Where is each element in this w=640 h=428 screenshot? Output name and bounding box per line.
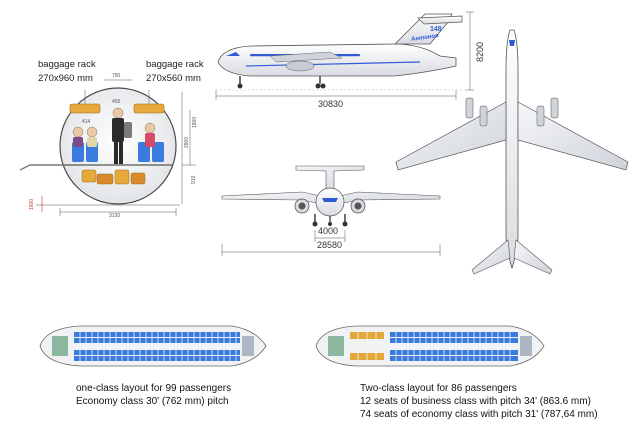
aircraft-side-view — [215, 11, 474, 100]
rack-left-label: baggage rack — [38, 59, 96, 70]
dim-seat-left: 414 — [82, 119, 91, 125]
dim-seat-mid: 450 — [112, 99, 121, 105]
two-class-caption-line3: 74 seats of economy class with pitch 31'… — [360, 409, 598, 420]
fuselage-cross-section — [19, 79, 196, 216]
rack-right-label: baggage rack — [146, 59, 204, 70]
section-seat — [152, 142, 164, 162]
dim-floor-height: 910 — [191, 175, 197, 184]
baggage-rack-left — [69, 103, 101, 114]
dim-aisle-top: 750 — [112, 73, 121, 79]
one-class-caption-line2: Economy class 30' (762 mm) pitch — [76, 396, 229, 407]
dim-height-1: 1900 — [192, 116, 198, 128]
dim-height: 8200 — [475, 41, 485, 62]
dim-span: 28580 — [317, 240, 343, 250]
aircraft-front-view — [221, 165, 441, 256]
aircraft-top-view — [395, 29, 629, 275]
one-class-caption-line1: one-class layout for 99 passengers — [76, 383, 232, 394]
rack-left-size: 270x960 mm — [38, 73, 93, 84]
seat-map-one-class — [39, 325, 267, 367]
two-class-caption-line1: Two-class layout for 86 passengers — [360, 383, 517, 394]
two-class-caption-line2: 12 seats of business class with pitch 34… — [360, 396, 591, 407]
tail-number: 148 — [430, 26, 442, 33]
dim-length: 30830 — [318, 99, 344, 109]
rack-right-size: 270x560 mm — [146, 73, 201, 84]
dim-track: 4000 — [318, 226, 339, 236]
dim-ground: 1600 — [29, 198, 35, 210]
dim-height-2: 2800 — [184, 136, 190, 148]
dim-section-width: 3130 — [109, 213, 121, 219]
baggage-rack-right — [133, 103, 165, 114]
seat-map-two-class — [315, 325, 545, 367]
